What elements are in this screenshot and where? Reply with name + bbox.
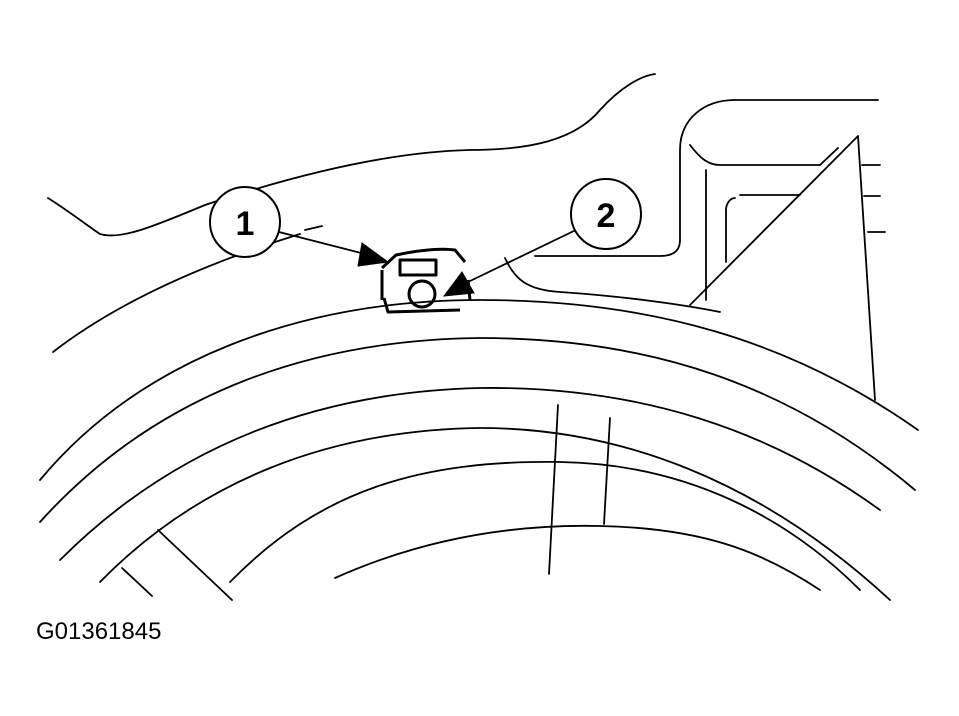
shroud-arc-5 — [229, 461, 861, 591]
arrowhead-2 — [442, 271, 475, 297]
shroud-arc-1 — [39, 299, 919, 481]
shroud-arc-2 — [39, 337, 916, 523]
shroud-arc-4 — [99, 427, 891, 601]
leader-line-2 — [467, 228, 579, 283]
leader-line-1 — [278, 231, 366, 255]
callout-1-number: 1 — [236, 205, 255, 243]
sensor-clip-body — [380, 247, 472, 314]
mount-triangle — [689, 135, 876, 401]
callout-2-number: 2 — [597, 197, 616, 235]
callout-1-circle — [209, 186, 281, 258]
sensor-clip — [380, 247, 472, 314]
callout-2: 2 — [570, 178, 642, 250]
shroud-spoke-right — [603, 417, 611, 525]
shroud-arc-3 — [59, 387, 881, 561]
lower-strut-1 — [157, 529, 233, 601]
housing-bracket-inner — [725, 194, 801, 263]
lower-strut-2 — [121, 567, 153, 597]
housing-upper-outline — [47, 73, 656, 237]
housing-right-inner — [689, 144, 839, 166]
callout-1: 1 — [209, 186, 281, 258]
shroud-spoke-left — [548, 404, 559, 575]
housing-dash — [304, 225, 323, 231]
figure-reference-code: G01361845 — [36, 618, 162, 645]
callout-2-circle — [570, 178, 642, 250]
sensor-clip-hole — [407, 279, 437, 309]
arrowhead-1 — [357, 242, 390, 267]
shroud-collar — [504, 257, 721, 313]
sensor-clip-window — [398, 258, 438, 277]
shroud-arc-6 — [334, 524, 821, 591]
housing-right-wall — [534, 99, 879, 257]
